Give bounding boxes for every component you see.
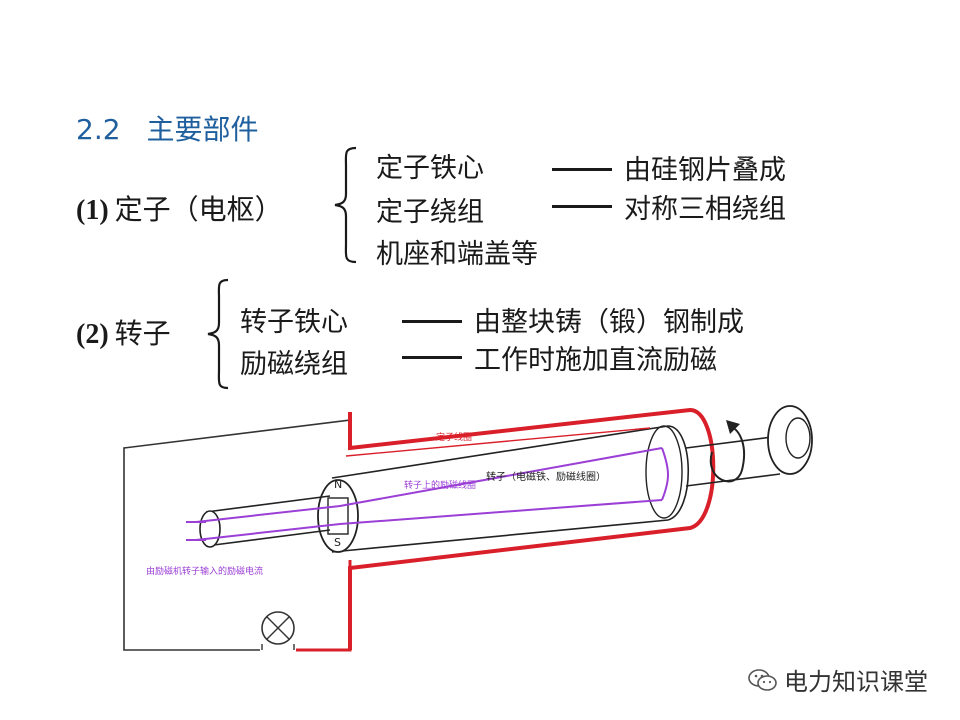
dash-line xyxy=(402,320,462,323)
slip-ring xyxy=(199,510,221,548)
dash-line xyxy=(552,205,612,208)
stator-coil xyxy=(345,427,651,457)
pulley-hub xyxy=(785,417,811,459)
stator-part-frame: 机座和端盖等 xyxy=(376,239,538,270)
rotor-label: (2)转子 xyxy=(76,312,171,352)
pole-n-label: N xyxy=(334,478,342,491)
rotor-part-winding: 励磁绕组 xyxy=(240,349,348,380)
rotor-winding-desc: 工作时施加直流励磁 xyxy=(474,345,717,376)
rotation-arrowhead xyxy=(726,420,740,434)
rotor-part-core: 转子铁心 xyxy=(240,307,348,338)
stator-brace xyxy=(334,146,357,264)
stator-label-text: 定子（电枢） xyxy=(114,193,283,226)
shaft-left xyxy=(205,495,331,547)
rotor-far-end xyxy=(645,425,683,519)
rotor-coil-label: 转子上的励磁线圈 xyxy=(404,479,476,491)
rotation-arrow-icon xyxy=(709,425,746,483)
circuit-wire-right xyxy=(296,560,352,652)
wechat-icon xyxy=(748,668,777,691)
excitation-label: 由励磁机转子输入的励磁电流 xyxy=(146,565,263,577)
stator-winding-desc: 对称三相绕组 xyxy=(624,194,786,225)
rotor-excitation-coil xyxy=(186,447,669,541)
rotor-cylinder-outline xyxy=(331,425,690,553)
section-heading: 2.2 主要部件 xyxy=(76,108,259,148)
dash-line xyxy=(552,168,612,171)
lamp-icon xyxy=(261,611,295,650)
rotor-label: 转子（电磁铁、励磁线圈） xyxy=(486,470,606,483)
stator-label: (1)定子（电枢） xyxy=(76,188,283,228)
rotor-brace xyxy=(207,278,229,390)
stator-part-winding: 定子绕组 xyxy=(376,197,484,228)
rotor-pole xyxy=(327,497,349,535)
shaft-right xyxy=(685,435,781,487)
stator-part-core: 定子铁心 xyxy=(376,153,484,184)
watermark-text: 电力知识课堂 xyxy=(784,668,928,696)
dash-line xyxy=(402,356,462,359)
rotor-label-number: (2) xyxy=(76,319,109,350)
section-number: 2.2 xyxy=(76,113,121,146)
rotor-core-desc: 由整块铸（锻）钢制成 xyxy=(474,307,744,338)
stator-housing xyxy=(348,407,716,650)
pole-s-label: S xyxy=(334,536,341,549)
stator-core-desc: 由硅钢片叠成 xyxy=(624,155,786,186)
rotor-label-text: 转子 xyxy=(114,317,171,350)
stator-coil-label: 定子线圈 xyxy=(436,431,472,443)
watermark: 电力知识课堂 xyxy=(748,662,928,697)
stator-label-number: (1) xyxy=(76,195,109,226)
section-title: 主要部件 xyxy=(146,113,259,146)
